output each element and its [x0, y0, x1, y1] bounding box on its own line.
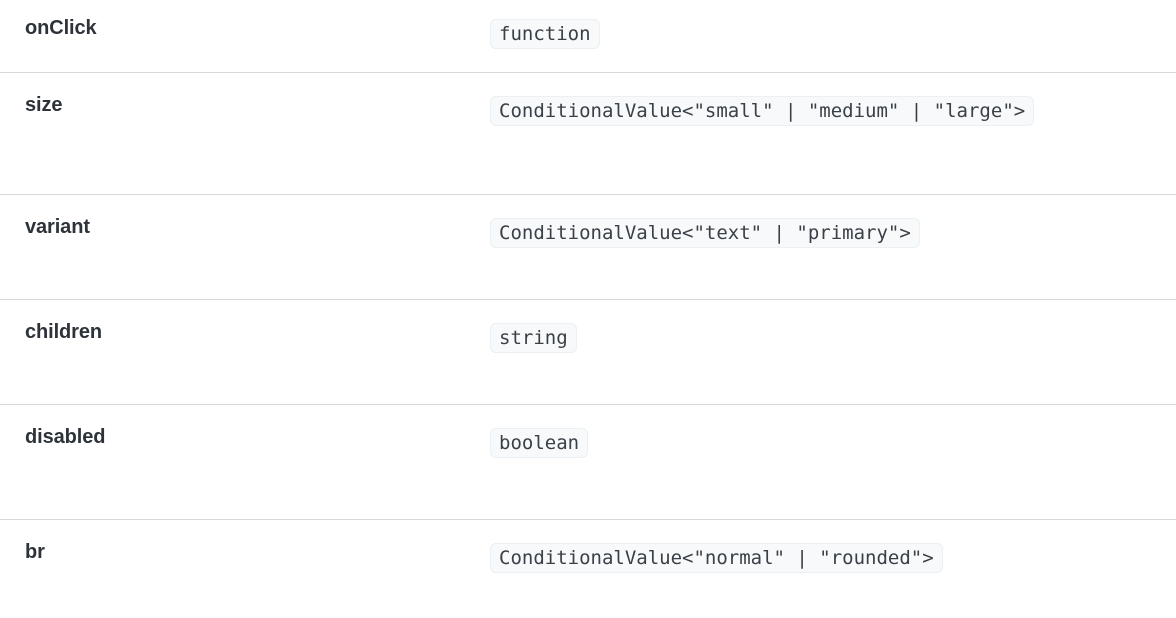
table-row: disabled boolean [0, 404, 1176, 519]
prop-type-code: ConditionalValue<"small" | "medium" | "l… [490, 96, 1035, 126]
prop-name: disabled [25, 426, 106, 448]
prop-type-cell: ConditionalValue<"normal" | "rounded"> [490, 538, 1176, 578]
prop-name-cell: br [0, 538, 490, 566]
prop-type-cell: ConditionalValue<"text" | "primary"> [490, 213, 1176, 253]
prop-type-cell: boolean [490, 423, 1176, 463]
table-row: onClick function [0, 0, 1176, 72]
table-row: size ConditionalValue<"small" | "medium"… [0, 72, 1176, 194]
prop-type-code: ConditionalValue<"text" | "primary"> [490, 218, 920, 248]
prop-name-cell: disabled [0, 423, 490, 451]
prop-type-code: function [490, 19, 600, 49]
table-row: variant ConditionalValue<"text" | "prima… [0, 194, 1176, 299]
prop-name: onClick [25, 17, 97, 39]
prop-name-cell: children [0, 318, 490, 346]
prop-name-cell: size [0, 91, 490, 119]
prop-type-code: ConditionalValue<"normal" | "rounded"> [490, 543, 943, 573]
prop-type-cell: ConditionalValue<"small" | "medium" | "l… [490, 91, 1176, 131]
prop-name: variant [25, 216, 90, 238]
prop-name-cell: onClick [0, 14, 490, 42]
prop-name: children [25, 321, 102, 343]
table-row: br ConditionalValue<"normal" | "rounded"… [0, 519, 1176, 618]
prop-name-cell: variant [0, 213, 490, 241]
prop-type-code: boolean [490, 428, 589, 458]
prop-type-cell: string [490, 318, 1176, 358]
prop-name: size [25, 94, 63, 116]
prop-type-code: string [490, 323, 577, 353]
prop-name: br [25, 541, 45, 563]
prop-type-cell: function [490, 14, 1176, 54]
table-row: children string [0, 299, 1176, 404]
